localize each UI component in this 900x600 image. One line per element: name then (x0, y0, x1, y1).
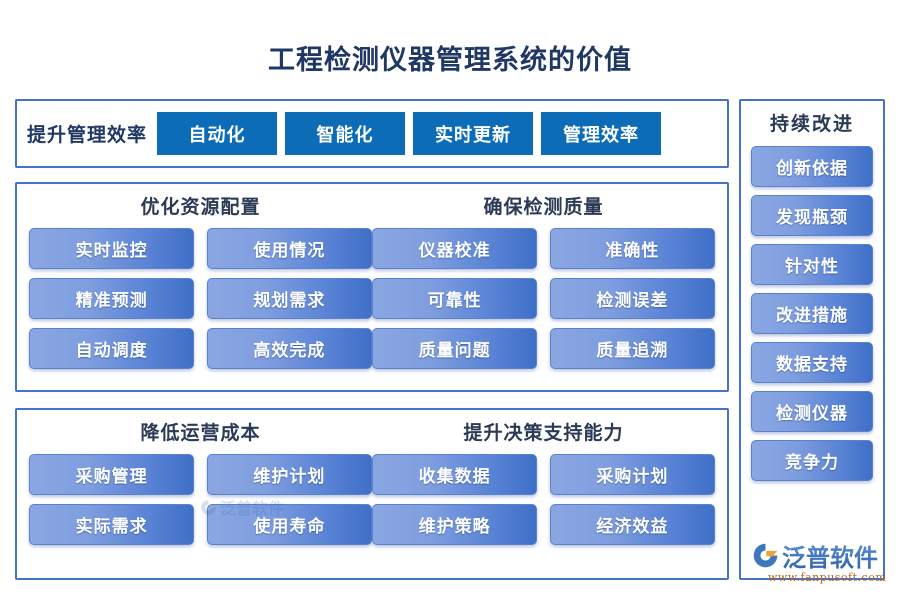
chip-accuracy[interactable]: 准确性 (549, 228, 715, 269)
chip-maintenance-strategy[interactable]: 维护策略 (372, 504, 538, 545)
panel-continuous-improvement: 持续改进 创新依据 发现瓶颈 针对性 改进措施 数据支持 检测仪器 竞争力 (739, 99, 885, 580)
chip-competitiveness[interactable]: 竞争力 (751, 440, 873, 481)
chip-economic-benefit[interactable]: 经济效益 (549, 504, 715, 545)
chip-innovation-basis[interactable]: 创新依据 (751, 146, 873, 187)
column-title-optimize-resources: 优化资源配置 (140, 196, 261, 218)
chip-targeted[interactable]: 针对性 (751, 244, 873, 285)
chip-reliability[interactable]: 可靠性 (372, 278, 538, 319)
chip-automation[interactable]: 自动化 (157, 112, 278, 155)
chip-improvement-measures[interactable]: 改进措施 (751, 293, 873, 334)
chip-maintenance-plan[interactable]: 维护计划 (206, 454, 372, 495)
chip-collect-data[interactable]: 收集数据 (372, 454, 538, 495)
chip-actual-demand[interactable]: 实际需求 (29, 504, 195, 545)
chip-accurate-forecast[interactable]: 精准预测 (29, 278, 195, 319)
chip-planning-demand[interactable]: 规划需求 (206, 278, 372, 319)
chip-testing-instrument[interactable]: 检测仪器 (751, 391, 873, 432)
chip-procurement-management[interactable]: 采购管理 (29, 454, 195, 495)
column-ensure-quality: 确保检测质量 仪器校准 准确性 可靠性 检测误差 质量问题 质量追溯 (372, 192, 715, 380)
chip-auto-scheduling[interactable]: 自动调度 (29, 328, 195, 369)
chip-find-bottleneck[interactable]: 发现瓶颈 (751, 195, 873, 236)
chip-grid-improve-decision-support: 收集数据 采购计划 维护策略 经济效益 (372, 454, 715, 545)
column-title-ensure-quality: 确保检测质量 (483, 196, 604, 218)
chip-quality-issue[interactable]: 质量问题 (372, 328, 538, 369)
sidebar-title: 持续改进 (769, 113, 854, 135)
chip-measurement-error[interactable]: 检测误差 (549, 278, 715, 319)
panel-cost-and-decision: 降低运营成本 采购管理 维护计划 实际需求 使用寿命 提升决策支持能力 收集数据… (15, 408, 729, 580)
chip-procurement-plan[interactable]: 采购计划 (549, 454, 715, 495)
chip-realtime-monitoring[interactable]: 实时监控 (29, 228, 195, 269)
chip-management-efficiency[interactable]: 管理效率 (541, 112, 662, 155)
chip-usage-status[interactable]: 使用情况 (206, 228, 372, 269)
chip-realtime-update[interactable]: 实时更新 (413, 112, 534, 155)
chip-efficient-completion[interactable]: 高效完成 (206, 328, 372, 369)
panel-improve-management-efficiency: 提升管理效率 自动化 智能化 实时更新 管理效率 (15, 99, 729, 168)
page-title: 工程检测仪器管理系统的价值 (268, 45, 632, 76)
column-title-reduce-operating-cost: 降低运营成本 (140, 422, 261, 444)
column-title-improve-decision-support: 提升决策支持能力 (463, 422, 624, 444)
panel-resources-and-quality: 优化资源配置 实时监控 使用情况 精准预测 规划需求 自动调度 高效完成 确保检… (15, 182, 729, 392)
efficiency-row-label: 提升管理效率 (27, 124, 148, 146)
chip-data-support[interactable]: 数据支持 (751, 342, 873, 383)
chip-intelligent[interactable]: 智能化 (285, 112, 406, 155)
chip-grid-reduce-operating-cost: 采购管理 维护计划 实际需求 使用寿命 (29, 454, 372, 545)
column-reduce-operating-cost: 降低运营成本 采购管理 维护计划 实际需求 使用寿命 (29, 418, 372, 568)
chip-grid-optimize-resources: 实时监控 使用情况 精准预测 规划需求 自动调度 高效完成 (29, 228, 372, 369)
column-optimize-resources: 优化资源配置 实时监控 使用情况 精准预测 规划需求 自动调度 高效完成 (29, 192, 372, 380)
chip-grid-ensure-quality: 仪器校准 准确性 可靠性 检测误差 质量问题 质量追溯 (372, 228, 715, 369)
column-improve-decision-support: 提升决策支持能力 收集数据 采购计划 维护策略 经济效益 (372, 418, 715, 568)
chip-instrument-calibration[interactable]: 仪器校准 (372, 228, 538, 269)
chip-service-life[interactable]: 使用寿命 (206, 504, 372, 545)
chip-quality-traceability[interactable]: 质量追溯 (549, 328, 715, 369)
